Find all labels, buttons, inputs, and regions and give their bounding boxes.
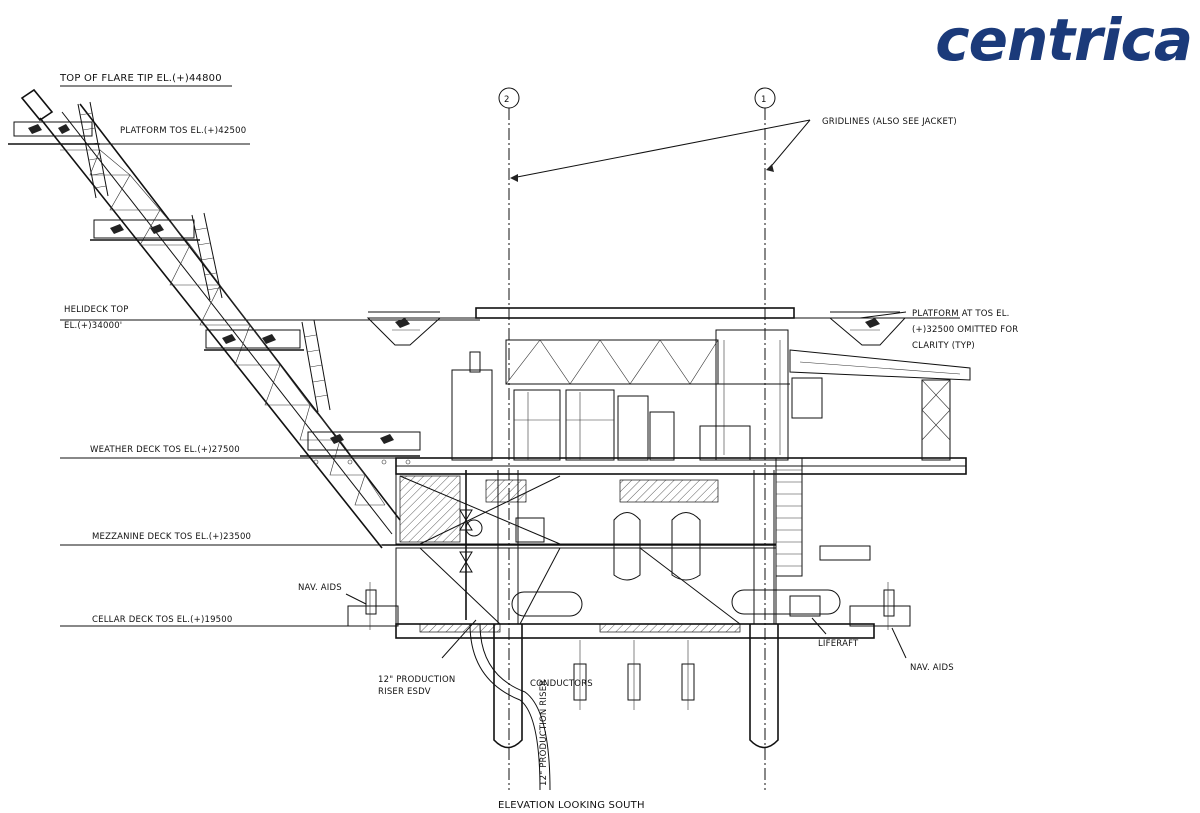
- flare-platform-top: [8, 121, 100, 145]
- conductors: [573, 640, 695, 710]
- ladder-middle: [191, 212, 223, 301]
- centrica-logo: centrica: [935, 6, 1192, 74]
- note-platform-omitted-3: CLARITY (TYP): [912, 341, 975, 351]
- note-gridlines: GRIDLINES (ALSO SEE JACKET): [822, 117, 957, 127]
- note-nav-aids-left: NAV. AIDS: [298, 583, 342, 593]
- note-platform-omitted-2: (+)32500 OMITTED FOR: [912, 325, 1018, 335]
- label-helideck-el: EL.(+)34000': [64, 321, 122, 331]
- note-riser-vertical: 12" PRODUCTION RISER: [539, 680, 549, 786]
- gridline-label-1: 1: [761, 95, 767, 105]
- label-cellar-deck: CELLAR DECK TOS EL.(+)19500: [92, 615, 233, 625]
- note-conductors: CONDUCTORS: [530, 679, 593, 689]
- leader-lines: [345, 311, 907, 659]
- note-nav-aids-right: NAV. AIDS: [910, 663, 954, 673]
- label-helideck-top: HELIDECK TOP: [64, 305, 129, 315]
- cellar-deck: [395, 623, 875, 639]
- note-riser-esdv-1: 12" PRODUCTION: [378, 675, 455, 685]
- ladder-lower: [301, 319, 331, 413]
- gridline-label-2: 2: [504, 95, 510, 105]
- mezzanine-level: [395, 457, 871, 581]
- label-platform: PLATFORM TOS EL.(+)42500: [120, 126, 246, 136]
- note-riser-esdv-2: RISER ESDV: [378, 687, 431, 697]
- gridlines: [498, 87, 811, 790]
- note-platform-omitted-1: PLATFORM AT TOS EL.: [912, 309, 1010, 319]
- jacket-legs: [469, 470, 779, 791]
- helideck: [366, 307, 960, 346]
- flare-boom: [8, 88, 421, 549]
- flare-platform-4: [300, 431, 421, 465]
- label-mezzanine-deck: MEZZANINE DECK TOS EL.(+)23500: [92, 532, 251, 542]
- flare-platform-3: [204, 329, 304, 351]
- label-weather-deck: WEATHER DECK TOS EL.(+)27500: [90, 445, 240, 455]
- note-liferaft: LIFERAFT: [818, 639, 859, 649]
- topsides-module: [451, 329, 971, 461]
- cellar-level: [347, 470, 911, 630]
- flare-platform-2: [90, 219, 200, 241]
- drawing-title: ELEVATION LOOKING SOUTH: [498, 800, 645, 811]
- label-flare-tip: TOP OF FLARE TIP EL.(+)44800: [59, 73, 222, 84]
